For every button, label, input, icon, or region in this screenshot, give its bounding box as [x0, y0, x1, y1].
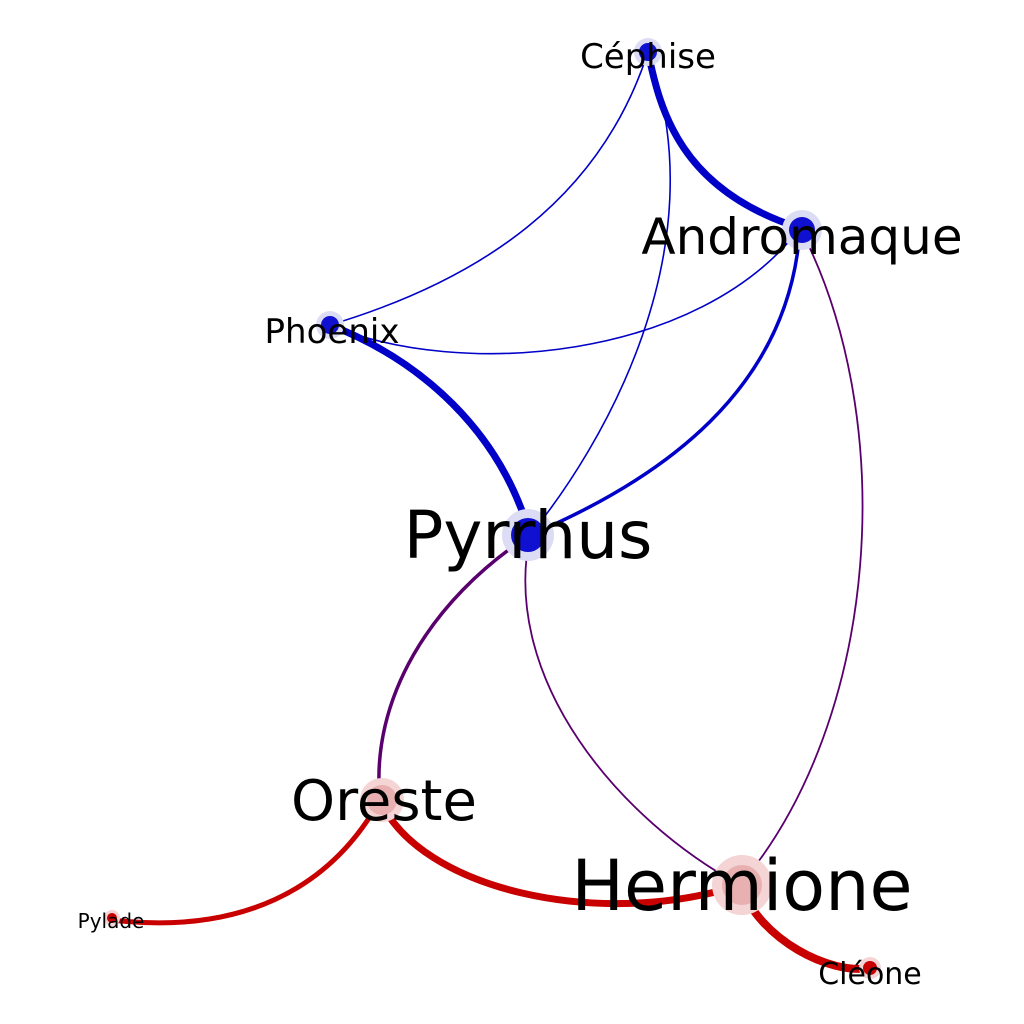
node-andromaque[interactable]: [782, 210, 822, 250]
node-hermione[interactable]: [712, 855, 772, 915]
edge-phoenix-pyrrhus: [326, 321, 534, 539]
node-pyrrhus[interactable]: [502, 509, 554, 561]
node-phoenix[interactable]: [316, 311, 344, 339]
node-oreste[interactable]: [360, 778, 404, 822]
edge-cephise-phoenix: [329, 51, 649, 326]
edge-cephise-pyrrhus: [529, 51, 671, 536]
node-pylade[interactable]: [104, 910, 120, 926]
edge-andromaque-pyrrhus: [528, 226, 802, 537]
edge-andromaque-phoenix: [329, 227, 801, 355]
edge-pyrrhus-oreste: [377, 533, 532, 802]
edge-cephise-andromaque: [644, 48, 804, 232]
node-label-oreste: Oreste: [291, 769, 477, 834]
edge-oreste-pylade: [109, 797, 383, 926]
node-label-pylade: Pylade: [78, 909, 145, 933]
node-label-cephise: Céphise: [580, 37, 716, 77]
labels-layer: Céphise Andromaque Phoenix Pyrrhus Orest…: [78, 37, 963, 992]
edge-pyrrhus-hermione: [524, 534, 741, 886]
node-label-hermione: Hermione: [571, 845, 912, 927]
nodes-layer: [104, 38, 881, 979]
edge-oreste-hermione: [376, 796, 744, 908]
node-label-phoenix: Phoenix: [265, 312, 400, 352]
edge-andromaque-hermione: [739, 227, 864, 886]
node-cleone[interactable]: [859, 957, 881, 979]
node-label-pyrrhus: Pyrrhus: [404, 497, 653, 574]
node-label-cleone: Cléone: [818, 957, 922, 992]
node-cephise[interactable]: [634, 38, 662, 66]
node-label-andromaque: Andromaque: [641, 208, 962, 266]
